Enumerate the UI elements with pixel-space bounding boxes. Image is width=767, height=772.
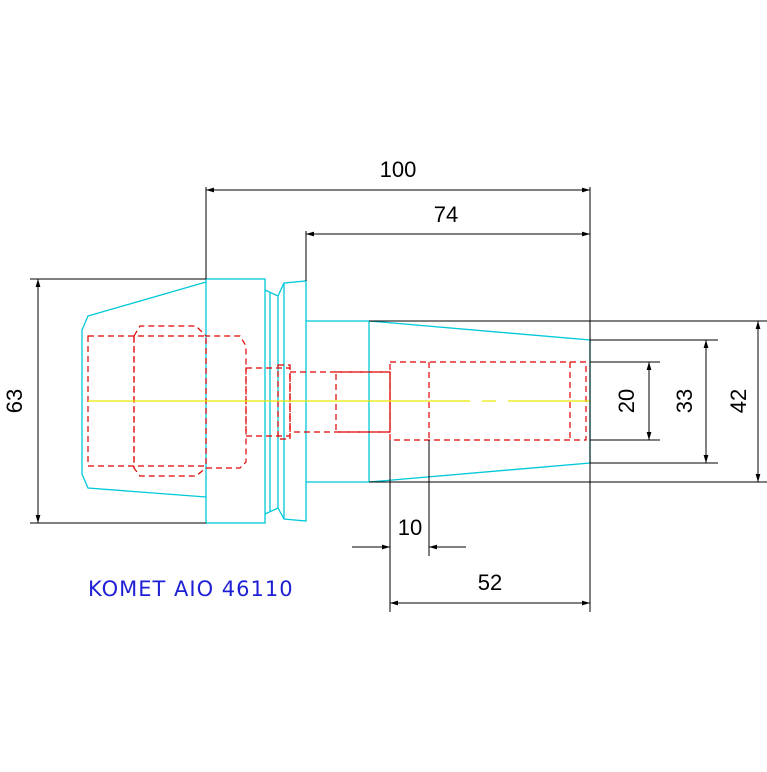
through-bore-step bbox=[335, 371, 391, 433]
through-bore-mid bbox=[289, 371, 391, 433]
through-bore-left bbox=[245, 367, 291, 437]
dim-100-label: 100 bbox=[380, 157, 417, 182]
through-bore-small bbox=[277, 364, 291, 440]
dim-74-label: 74 bbox=[434, 202, 458, 227]
collet-chamber bbox=[133, 325, 247, 477]
groove-outline bbox=[264, 289, 279, 515]
dim-52-label: 52 bbox=[478, 570, 502, 595]
dim-42-label: 42 bbox=[726, 389, 751, 413]
dim-63-label: 63 bbox=[2, 389, 27, 413]
nose-outline bbox=[81, 281, 207, 498]
dimensions bbox=[30, 187, 767, 612]
dim-33-label: 33 bbox=[672, 389, 697, 413]
dim-20-label: 20 bbox=[614, 389, 639, 413]
dim-10-label: 10 bbox=[398, 515, 422, 540]
part-number-label: KOMET AIO 46110 bbox=[88, 577, 294, 601]
